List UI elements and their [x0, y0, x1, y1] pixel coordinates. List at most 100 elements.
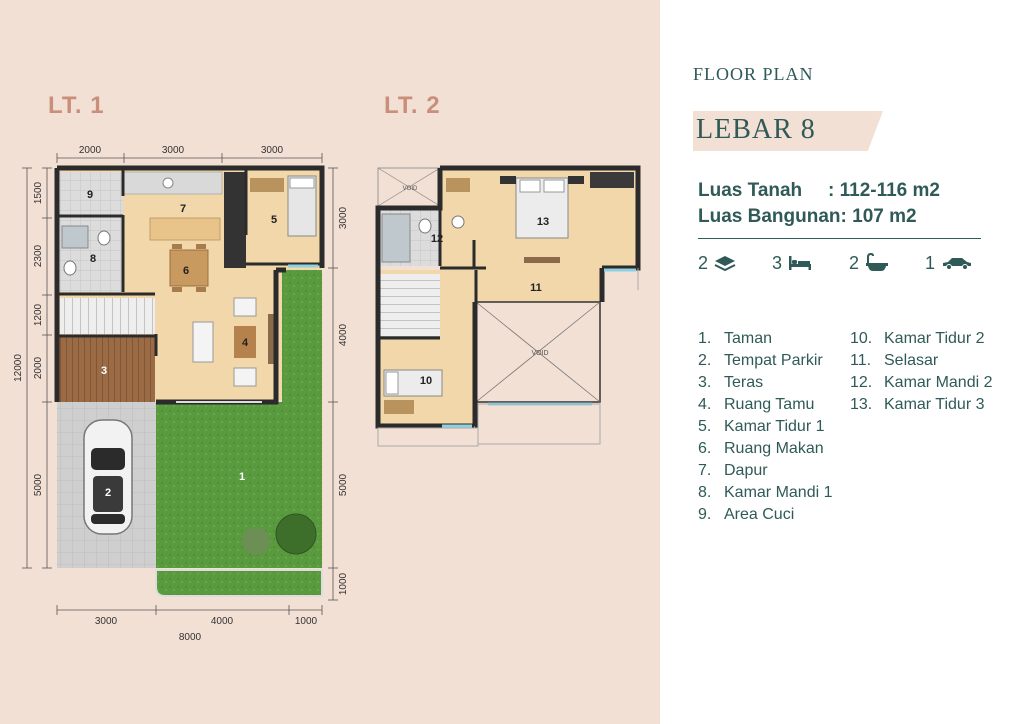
armchair	[233, 297, 257, 317]
legend-item: 1.Taman	[698, 330, 773, 347]
side-garden-floor	[282, 270, 322, 402]
dim-bottom-3: 1000	[295, 616, 318, 627]
bathtub-icon	[866, 253, 889, 271]
front-garden-strip	[155, 569, 323, 597]
pillow	[543, 179, 565, 193]
building-area-value: 107 m2	[852, 206, 917, 227]
room-number-10: 10	[420, 375, 432, 387]
void-label-small: VOID	[403, 186, 418, 192]
sink-icon	[162, 177, 174, 189]
floor1-stairs	[60, 298, 155, 334]
shower-tray	[61, 225, 89, 249]
dim-left-5: 5000	[33, 473, 44, 496]
pillow	[385, 371, 399, 395]
floor1-right-dimension-line	[328, 167, 338, 601]
dim-left-4: 2000	[33, 356, 44, 379]
coffee-table	[234, 326, 256, 358]
dining-table	[169, 249, 209, 287]
land-area-row: Luas Tanah: 112-116 m2	[698, 180, 940, 202]
legend-item: 9.Area Cuci	[698, 506, 795, 523]
carport-count: 1	[925, 252, 936, 273]
carport-roof-outline	[477, 403, 601, 445]
floor2-stairs	[380, 274, 440, 338]
desk-room5	[250, 178, 284, 192]
washbasin-icon	[451, 215, 465, 229]
toilet-icon	[418, 218, 432, 234]
pillow	[519, 179, 541, 193]
dim-left-2: 2300	[33, 244, 44, 267]
floor-plan-drawing: 2000 3000 3000 1500 2300 1200 2000 5000 …	[13, 145, 641, 643]
pillow	[289, 177, 315, 189]
section-title: FLOOR PLAN	[693, 64, 814, 84]
legend-item: 12.Kamar Mandi 2	[850, 374, 993, 391]
desk-room10	[384, 400, 414, 414]
dresser	[524, 257, 560, 263]
variant-title: LEBAR 8	[696, 114, 816, 145]
floor2-walls	[375, 165, 641, 429]
legend-item: 8.Kamar Mandi 1	[698, 484, 833, 501]
floor-plan-area: LT. 1 LT. 2	[13, 92, 641, 643]
legend-item: 11.Selasar	[850, 352, 939, 369]
bed-icon	[789, 256, 812, 270]
room-number-4: 4	[242, 337, 249, 349]
divider	[698, 238, 981, 239]
floor2-title: LT. 2	[384, 92, 441, 119]
tv-cabinet	[268, 314, 278, 364]
room-number-2: 2	[105, 487, 111, 499]
legend-item: 4.Ruang Tamu	[698, 396, 815, 413]
legend-item: 5.Kamar Tidur 1	[698, 418, 825, 435]
nightstand	[500, 176, 516, 184]
toilet-icon	[63, 260, 77, 276]
room-number-5: 5	[271, 214, 277, 226]
bathrooms-count: 2	[849, 252, 860, 273]
legend-item: 13.Kamar Tidur 3	[850, 396, 985, 413]
room-number-3: 3	[101, 365, 107, 377]
floor1-bottom-dimension-line	[56, 605, 323, 615]
room-number-13: 13	[537, 216, 549, 228]
dim-left-1: 1500	[33, 181, 44, 204]
legend-item: 7.Dapur	[698, 462, 768, 479]
feature-carport: 1	[925, 252, 974, 274]
nightstand	[568, 176, 584, 184]
sofa	[192, 321, 214, 363]
floor1-interior-walls	[57, 170, 320, 356]
shower-tray	[381, 213, 411, 263]
room-number-11: 11	[530, 282, 542, 294]
wardrobe	[590, 172, 634, 188]
dim-left-total: 12000	[13, 354, 24, 382]
room-number-9: 9	[87, 189, 93, 201]
dim-right-3: 5000	[338, 473, 349, 496]
dim-top-2: 3000	[162, 145, 185, 156]
kitchen-island	[149, 217, 221, 241]
floor2-interior-walls	[380, 208, 486, 428]
dim-bottom-1: 3000	[95, 616, 118, 627]
dim-left-3: 1200	[33, 303, 44, 326]
dim-right-1: 3000	[338, 206, 349, 229]
dim-right-4: 1000	[338, 572, 349, 595]
floor1-top-dimension-line	[56, 153, 323, 163]
shrub-icon	[242, 527, 270, 555]
desk-room13	[446, 178, 470, 192]
bedrooms-count: 3	[772, 252, 783, 273]
dim-bottom-2: 4000	[211, 616, 234, 627]
feature-bedrooms: 3	[772, 252, 813, 274]
dining-chairs	[172, 244, 206, 292]
room-terrace-floor	[57, 336, 155, 402]
room-number-12: 12	[431, 233, 443, 245]
void-cross	[475, 301, 601, 403]
room-number-1: 1	[239, 471, 245, 483]
floors-count: 2	[698, 252, 709, 273]
dim-top-1: 2000	[79, 145, 102, 156]
feature-floors: 2	[698, 252, 737, 274]
legend-list-right: 10.Kamar Tidur 2 11.Selasar 12.Kamar Man…	[850, 328, 993, 416]
legend-item: 6.Ruang Makan	[698, 440, 824, 457]
car-icon	[943, 258, 972, 270]
legend-item: 3.Teras	[698, 374, 764, 391]
floor1-title: LT. 1	[48, 92, 105, 119]
building-area-row: Luas Bangunan: 107 m2	[698, 206, 917, 228]
void-label-large: VOID	[531, 350, 548, 357]
armchair	[233, 367, 257, 387]
legend-item: 2.Tempat Parkir	[698, 352, 823, 369]
land-area-label: Luas Tanah	[698, 180, 803, 201]
room-number-7: 7	[180, 203, 186, 215]
